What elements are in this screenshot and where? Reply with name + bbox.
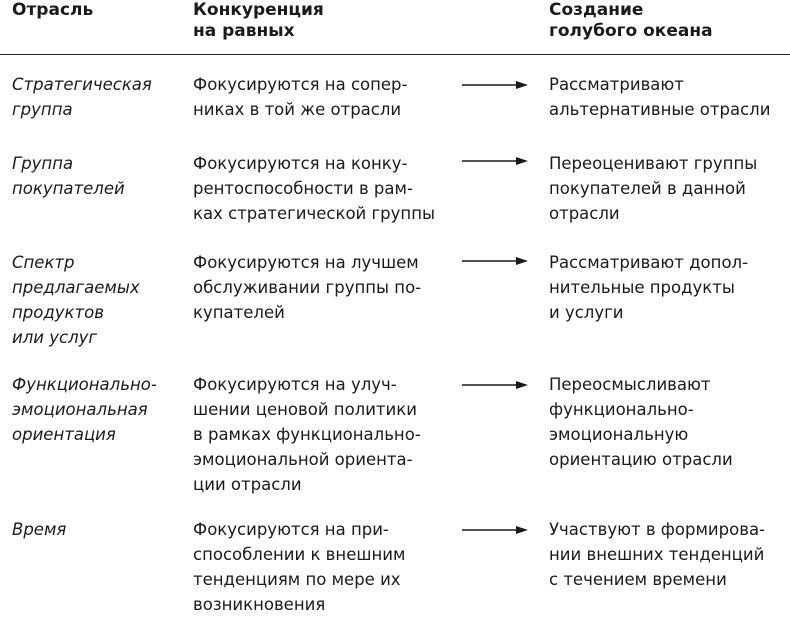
row-competition: Фокусируются на сопер- никах в той же от…: [193, 75, 408, 119]
row-label: Время: [12, 520, 67, 539]
header-divider: [0, 54, 790, 55]
arrow-right-icon: [462, 256, 528, 266]
row-label: Спектр предлагаемых продуктов или услуг: [12, 253, 140, 347]
row-blue-ocean: Рассматривают альтернативные отрасли: [549, 75, 771, 119]
row-blue-ocean: Переоценивают группы покупателей в данно…: [549, 154, 758, 223]
arrow-right-icon: [462, 380, 528, 390]
arrow-right-icon: [462, 525, 528, 535]
row-blue-ocean: Рассматривают допол- нительные продукты …: [549, 253, 749, 322]
header-blue-ocean: Создание голубого океана: [549, 0, 713, 41]
row-competition: Фокусируются на улуч- шении ценовой поли…: [193, 375, 421, 494]
row-competition: Фокусируются на конку- рентоспособности …: [193, 154, 436, 223]
row-label: Функционально- эмоциональная ориентация: [12, 375, 157, 444]
header-industry: Отрасль: [12, 0, 94, 20]
row-competition: Фокусируются на при- способлении к внешн…: [193, 520, 406, 614]
row-competition: Фокусируются на лучшем обслуживании груп…: [193, 253, 422, 322]
row-label: Группа покупателей: [12, 154, 125, 198]
row-label: Стратегическая группа: [12, 75, 152, 119]
arrow-right-icon: [462, 80, 528, 90]
row-blue-ocean: Участвуют в формирова- нии внешних тенде…: [549, 520, 766, 589]
header-competition: Конкуренция на равных: [193, 0, 324, 41]
row-blue-ocean: Переосмысливают функционально- эмоционал…: [549, 375, 733, 469]
arrow-right-icon: [462, 156, 528, 166]
